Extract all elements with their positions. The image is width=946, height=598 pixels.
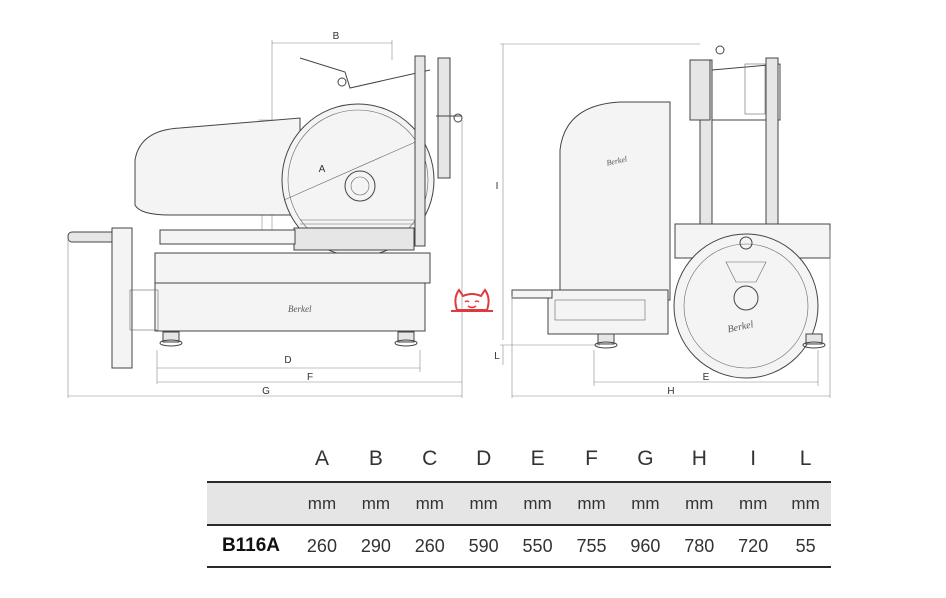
unit-cell: mm [564,481,619,526]
value-cell: 55 [780,525,831,568]
cat-face-logo [451,288,493,312]
unit-cell: mm [402,481,457,526]
value-cell: 590 [456,525,511,568]
value-cell: 260 [295,525,349,568]
unit-cell: mm [348,481,403,526]
table-row: B116A 260 290 260 590 550 755 960 780 72… [207,525,831,568]
unit-cell: mm [780,481,831,526]
unit-cell: mm [726,481,781,526]
dim-label-d: D [284,355,291,366]
unit-cell: mm [295,481,349,526]
dim-label-f: F [307,372,313,383]
col-header: B [368,447,383,470]
dim-label-l: L [494,351,500,362]
value-cell: 960 [618,525,673,568]
col-header: L [799,447,812,470]
unit-cell: mm [510,481,565,526]
table-units-row: mm mm mm mm mm mm mm mm mm mm [207,481,831,526]
col-header: G [637,447,654,470]
col-header: E [530,447,545,470]
unit-blank [207,481,295,526]
value-cell: 260 [402,525,457,568]
right-view-slicer: I L Berkel Berkel [494,43,831,398]
unit-cell: mm [456,481,511,526]
value-cell: 290 [348,525,403,568]
unit-cell: mm [618,481,673,526]
table-header-row: A B C D E F G H I L [207,437,831,482]
left-view-slicer: B C A Berkel [67,31,463,398]
dim-label-i: I [496,181,499,192]
value-cell: 755 [564,525,619,568]
value-cell: 780 [672,525,727,568]
col-header: D [476,447,492,470]
technical-drawing: B C A Berkel [67,31,831,398]
header-blank [207,437,295,482]
col-header: F [585,447,598,470]
embossed-brand-left: Berkel [288,304,312,314]
svg-text:Berkel: Berkel [727,319,755,335]
unit-cell: mm [672,481,727,526]
dim-label-g: G [262,386,270,397]
col-header: C [422,447,438,470]
dim-label-h: H [667,386,674,397]
col-header: A [314,447,329,470]
dim-label-e: E [703,372,710,383]
col-header: H [691,447,707,470]
col-header: I [750,447,757,470]
dim-label-a: A [319,164,326,175]
value-cell: 720 [726,525,781,568]
value-cell: 550 [510,525,565,568]
model-name: B116A [207,525,295,568]
svg-text:Berkel: Berkel [606,154,629,167]
dim-label-b: B [333,31,340,42]
dimension-spec-table: A B C D E F G H I L mm mm mm mm mm mm mm… [207,437,831,568]
